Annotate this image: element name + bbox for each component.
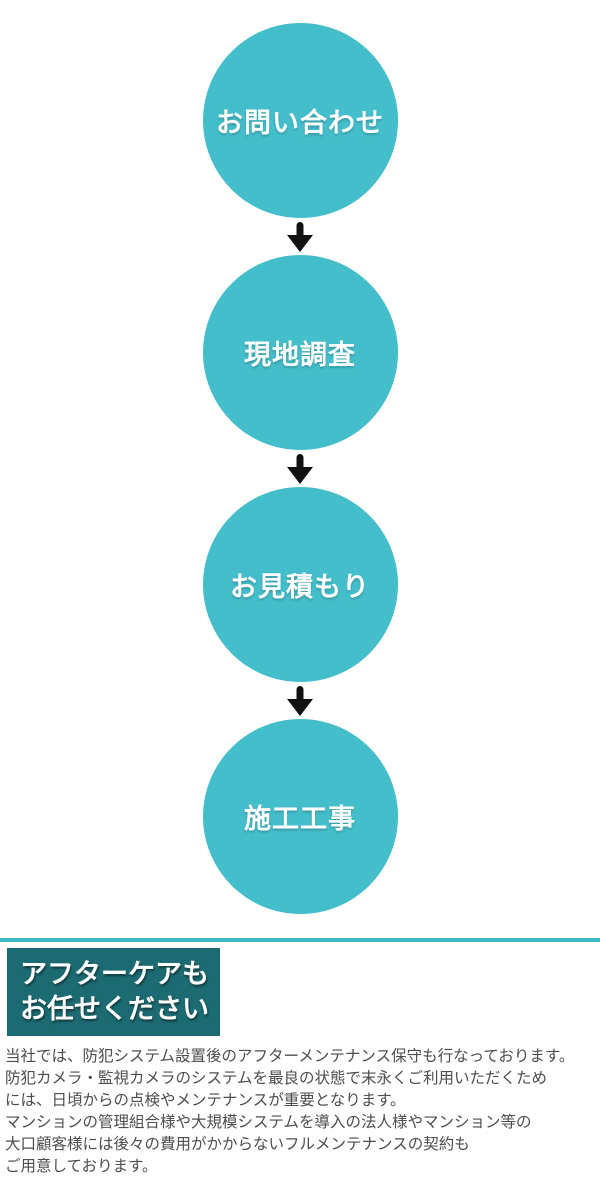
aftercare-text-line: 防犯カメラ・監視カメラのシステムを最良の状態で末永くご利用いただくため bbox=[5, 1070, 548, 1087]
flow-step-construction: 施工工事 bbox=[202, 719, 398, 914]
aftercare-text-line: 大口顧客様には後々の費用がかからないフルメンテナンスの契約も bbox=[5, 1136, 470, 1153]
flow-step-label: お問い合わせ bbox=[216, 108, 384, 138]
aftercare-heading-line2: お任せください bbox=[20, 994, 209, 1024]
flow-step-estimate: お見積もり bbox=[202, 487, 398, 682]
flow-step-site-survey: 現地調査 bbox=[202, 255, 398, 450]
down-arrow-icon bbox=[287, 686, 313, 716]
aftercare-heading-box: アフターケアも お任せください bbox=[7, 948, 220, 1036]
flow-step-label: 現地調査 bbox=[244, 340, 356, 370]
aftercare-text-line: には、日頃からの点検やメンテナンスが重要となります。 bbox=[5, 1092, 406, 1109]
flow-step-contact: お問い合わせ bbox=[202, 23, 398, 218]
flow-step-label: お見積もり bbox=[230, 572, 370, 602]
section-divider-line bbox=[0, 938, 600, 942]
service-flow-diagram: お問い合わせ 現地調査 お見積もり 施工工事 bbox=[202, 23, 398, 914]
down-arrow-icon bbox=[287, 454, 313, 484]
flow-step-label: 施工工事 bbox=[244, 804, 356, 834]
aftercare-text-line: ご用意しております。 bbox=[5, 1158, 158, 1175]
down-arrow-icon bbox=[287, 222, 313, 252]
aftercare-text-line: 当社では、防犯システム設置後のアフターメンテナンス保守も行なっております。 bbox=[5, 1048, 575, 1065]
aftercare-description: 当社では、防犯システム設置後のアフターメンテナンス保守も行なっております。 防犯… bbox=[5, 1046, 600, 1178]
aftercare-text-line: マンションの管理組合様や大規模システムを導入の法人様やマンション等の bbox=[5, 1114, 532, 1131]
aftercare-heading-line1: アフターケアも bbox=[20, 959, 209, 989]
